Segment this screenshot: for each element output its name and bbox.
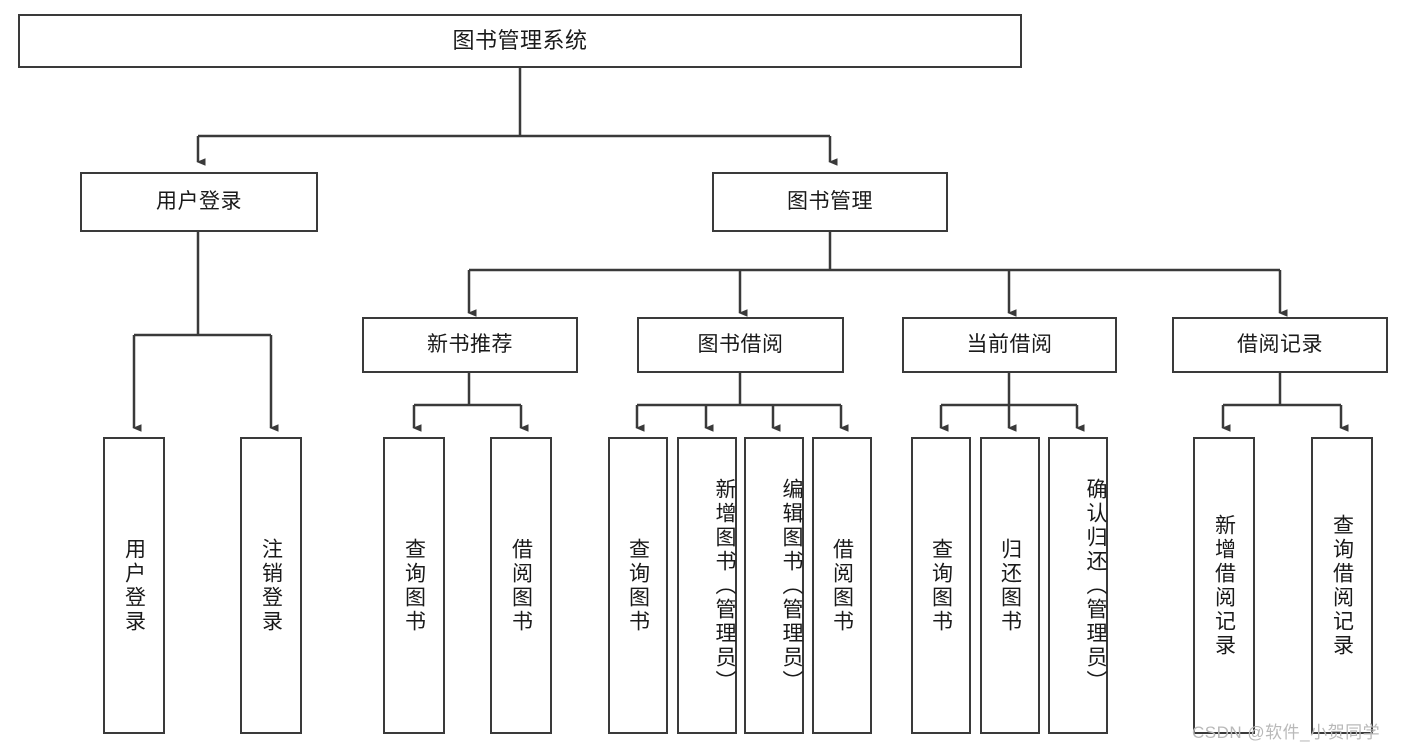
leaf-record-query-record[interactable]: 查询借阅记录	[1311, 437, 1373, 734]
leaf-current-confirm-return-admin[interactable]: 确认归还（管理员）	[1048, 437, 1108, 734]
leaf-newbook-query-book[interactable]: 查询图书	[383, 437, 445, 734]
leaf-borrow-edit-book-admin[interactable]: 编辑图书（管理员）	[744, 437, 804, 734]
node-label: 借阅图书	[509, 537, 533, 634]
node-label: 编辑图书（管理员）	[780, 477, 803, 694]
node-label: 图书管理	[787, 190, 873, 214]
leaf-user-login[interactable]: 用户登录	[103, 437, 165, 734]
watermark-text: CSDN @软件_小贺同学	[1192, 723, 1381, 742]
node-label: 注销登录	[259, 537, 283, 634]
node-label: 借阅图书	[830, 537, 854, 634]
node-label: 查询图书	[929, 537, 953, 634]
node-label: 用户登录	[156, 190, 242, 214]
node-label: 确认归还（管理员）	[1084, 477, 1107, 694]
node-label: 当前借阅	[966, 333, 1053, 357]
node-label: 新增图书（管理员）	[713, 477, 736, 694]
node-label: 查询图书	[402, 537, 426, 634]
node-label: 新增借阅记录	[1212, 513, 1236, 658]
node-borrow-records[interactable]: 借阅记录	[1172, 317, 1388, 373]
node-current-borrowing[interactable]: 当前借阅	[902, 317, 1117, 373]
node-label: 图书借阅	[697, 333, 784, 357]
node-label: 新书推荐	[427, 333, 513, 357]
leaf-newbook-borrow-book[interactable]: 借阅图书	[490, 437, 552, 734]
leaf-record-add-record[interactable]: 新增借阅记录	[1193, 437, 1255, 734]
leaf-current-query-book[interactable]: 查询图书	[911, 437, 971, 734]
node-new-book-recommendation[interactable]: 新书推荐	[362, 317, 578, 373]
node-root-system[interactable]: 图书管理系统	[18, 14, 1022, 68]
leaf-current-return-book[interactable]: 归还图书	[980, 437, 1040, 734]
node-label: 用户登录	[122, 537, 146, 634]
node-book-borrowing[interactable]: 图书借阅	[637, 317, 844, 373]
leaf-user-logout[interactable]: 注销登录	[240, 437, 302, 734]
node-label: 查询借阅记录	[1330, 513, 1354, 658]
leaf-borrow-add-book-admin[interactable]: 新增图书（管理员）	[677, 437, 737, 734]
node-label: 借阅记录	[1237, 333, 1323, 357]
node-label: 查询图书	[626, 537, 650, 634]
node-label: 图书管理系统	[452, 27, 588, 53]
node-book-management[interactable]: 图书管理	[712, 172, 948, 232]
leaf-borrow-lend-book[interactable]: 借阅图书	[812, 437, 872, 734]
leaf-borrow-query-book[interactable]: 查询图书	[608, 437, 668, 734]
node-label: 归还图书	[998, 537, 1022, 634]
node-user-login[interactable]: 用户登录	[80, 172, 318, 232]
